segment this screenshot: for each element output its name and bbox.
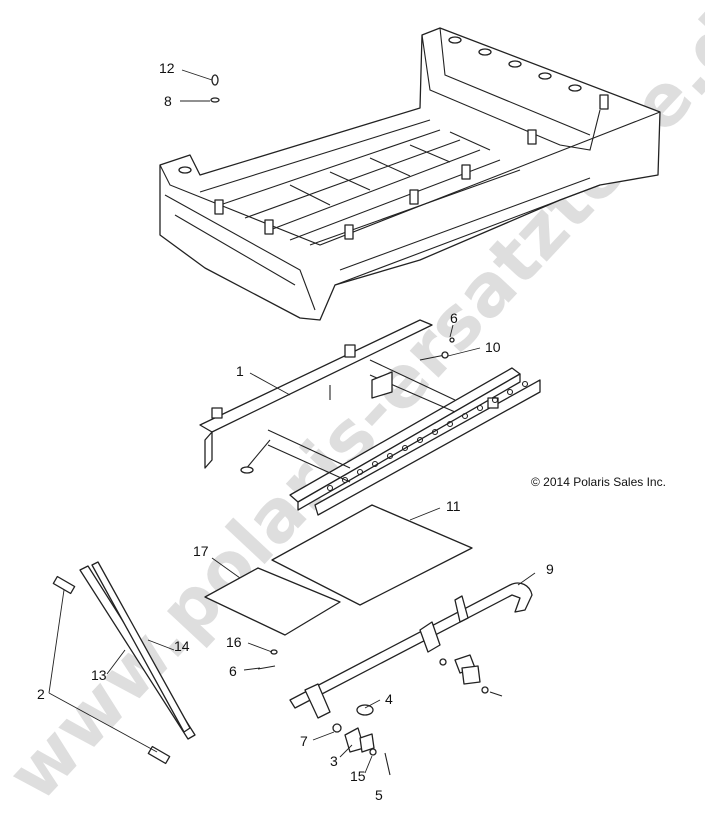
tailgate-tube-9 (289, 582, 533, 719)
leader-lines (48, 69, 536, 774)
copyright-notice: © 2014 Polaris Sales Inc. (531, 475, 666, 489)
cargo-frame (199, 319, 541, 516)
callout-16: 16 (226, 634, 242, 650)
callout-15: 15 (350, 768, 366, 784)
callout-1: 1 (236, 363, 244, 379)
callout-6-bottom: 6 (229, 663, 237, 679)
floor-panel-11 (271, 504, 473, 606)
callout-labels: 12 8 1 6 10 © 2014 Polaris Sales Inc. 11… (37, 60, 666, 803)
callout-12: 12 (159, 60, 175, 76)
callout-9: 9 (546, 561, 554, 577)
floor-panel-17 (204, 567, 341, 636)
callout-2: 2 (37, 686, 45, 702)
callout-8: 8 (164, 93, 172, 109)
callout-3: 3 (330, 753, 338, 769)
gas-strut-assembly (52, 561, 196, 765)
callout-5: 5 (375, 787, 383, 803)
callout-7: 7 (300, 733, 308, 749)
callout-4: 4 (385, 691, 393, 707)
callout-14: 14 (174, 638, 190, 654)
callout-17: 17 (193, 543, 209, 559)
hardware-small (210, 74, 503, 776)
callout-11: 11 (446, 498, 461, 514)
callout-10: 10 (485, 339, 501, 355)
cargo-box (159, 27, 661, 321)
callout-6-top: 6 (450, 310, 458, 326)
callout-13: 13 (91, 667, 107, 683)
